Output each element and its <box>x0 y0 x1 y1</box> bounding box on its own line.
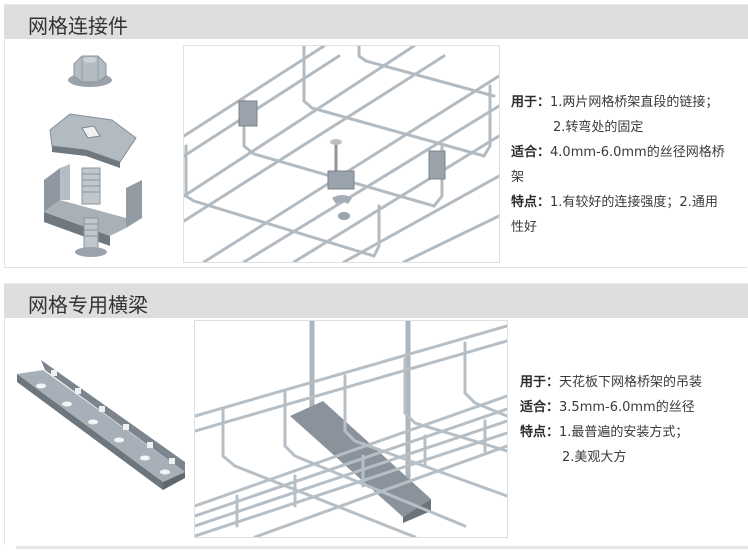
crossbeam-specs: 用于：天花板下网格桥架的吊装 适合：3.5mm-6.0mm的丝径 特点：1.最普… <box>520 370 745 470</box>
spec-label: 特点： <box>520 425 560 440</box>
bolt-icon <box>75 167 107 257</box>
connector-specs: 用于：1.两片网格桥架直段的链接； 2.转弯处的固定 适合：4.0mm-6.0m… <box>511 90 743 240</box>
spec-use: 用于：1.两片网格桥架直段的链接； <box>511 90 743 115</box>
tray-connector-image <box>182 44 501 264</box>
spec-value: 1.最普遍的安装方式； <box>559 425 689 440</box>
spec-label: 用于： <box>520 375 560 390</box>
spec-use: 用于：天花板下网格桥架的吊装 <box>520 370 745 395</box>
spec-label: 适合： <box>511 145 551 160</box>
hex-nut-icon <box>68 55 112 87</box>
spec-label: 用于： <box>511 95 551 110</box>
spec-fit: 适合：4.0mm-6.0mm的丝径网格桥 <box>511 140 743 165</box>
spec-use-cont: 2.转弯处的固定 <box>553 120 644 135</box>
section-panel <box>4 317 747 545</box>
wire-mesh-tray-hanging-illustration <box>193 321 509 539</box>
bottom-divider <box>16 546 748 549</box>
section-title: 网格连接件 <box>28 14 128 38</box>
spec-feature: 特点：1.最普遍的安装方式； <box>520 420 745 445</box>
spec-feature-cont: 性好 <box>511 220 538 235</box>
spec-value: 天花板下网格桥架的吊装 <box>559 375 703 390</box>
u-base-icon <box>44 164 142 246</box>
section-header-crossbeam: 网格专用横梁 <box>4 283 748 318</box>
spec-value: 3.5mm-6.0mm的丝径 <box>559 400 695 415</box>
spec-value: 1.有较好的连接强度；2.通用 <box>550 195 718 210</box>
section-header-connector: 网格连接件 <box>4 4 748 39</box>
channel-beam-icon <box>17 360 185 490</box>
spec-fit: 适合：3.5mm-6.0mm的丝径 <box>520 395 745 420</box>
section-panel <box>4 38 747 268</box>
connector-clamp-icon <box>238 100 446 220</box>
spec-value: 4.0mm-6.0mm的丝径网格桥 <box>550 145 725 160</box>
section-title: 网格专用横梁 <box>28 293 148 317</box>
spec-fit-cont: 架 <box>511 170 525 185</box>
spec-feature: 特点：1.有较好的连接强度；2.通用 <box>511 190 743 215</box>
spec-label: 适合： <box>520 400 560 415</box>
cross-beam-image <box>17 360 185 490</box>
clamp-plate-icon <box>49 113 137 168</box>
connector-parts-image <box>44 55 142 257</box>
wire-mesh-tray-illustration <box>182 44 501 264</box>
tray-crossbeam-image <box>193 320 509 539</box>
spec-value: 1.两片网格桥架直段的链接； <box>550 95 719 110</box>
spec-feature-cont: 2.美观大方 <box>562 450 627 465</box>
spec-label: 特点： <box>511 195 551 210</box>
